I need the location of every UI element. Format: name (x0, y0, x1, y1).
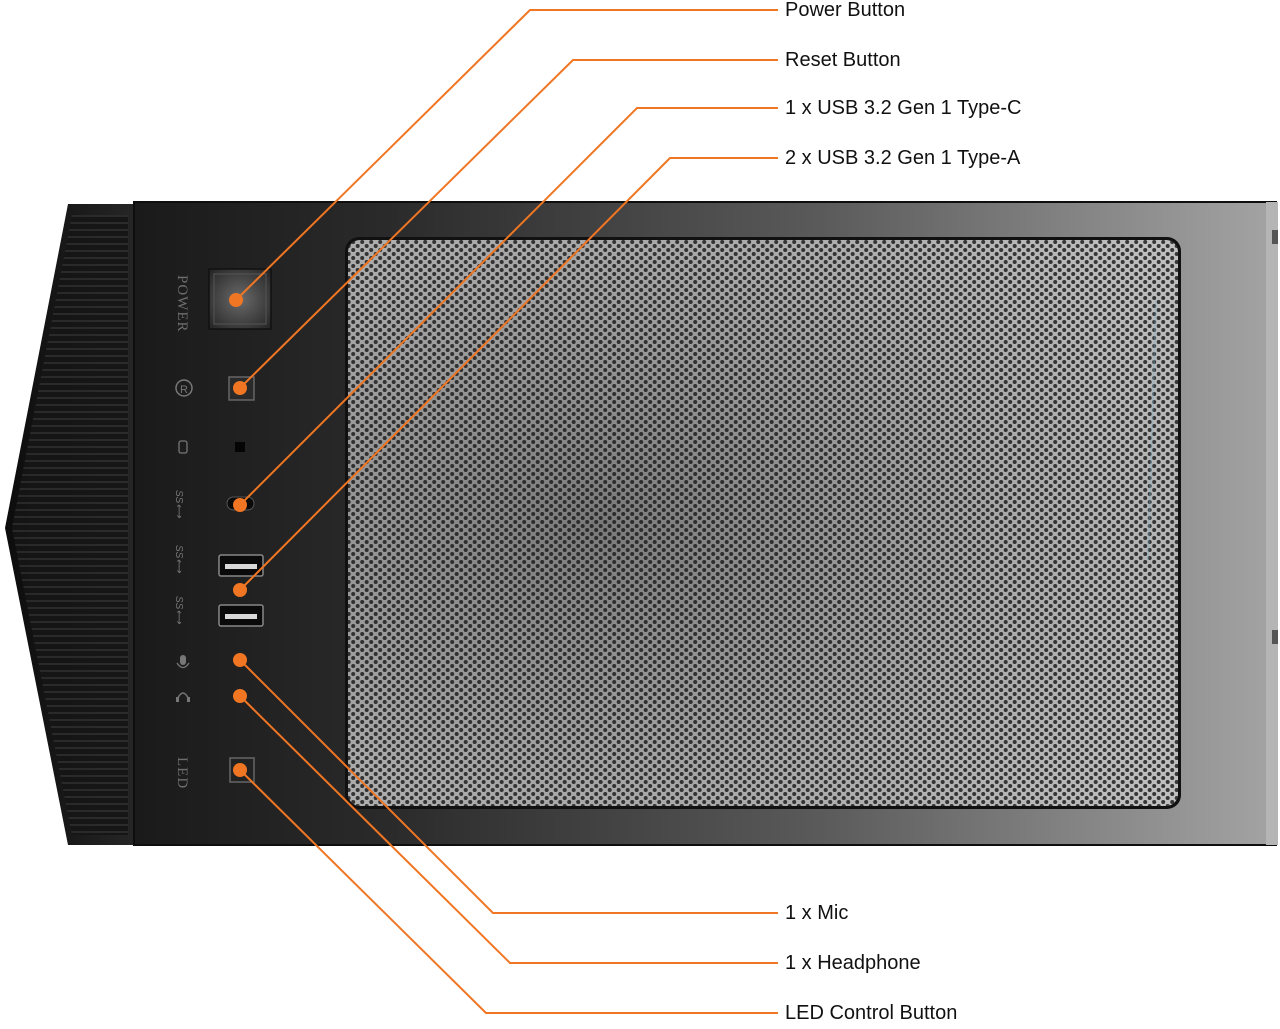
rail-notch-top (1272, 230, 1278, 244)
power-button-graphic (208, 268, 272, 330)
mic-icon (176, 655, 190, 669)
callout-markers (229, 293, 247, 777)
marker-usb-c (233, 498, 247, 512)
callout-label-reset-button: Reset Button (785, 49, 901, 71)
callout-label-usb-c: 1 x USB 3.2 Gen 1 Type-C (785, 97, 1022, 119)
leader-mic (239, 659, 778, 914)
leader-power-button (235, 9, 778, 301)
rgb-glow-strip (1147, 299, 1157, 561)
hdd-led-icon (178, 440, 188, 454)
hdd-led-graphic (235, 442, 245, 452)
marker-reset-button (233, 381, 247, 395)
case-side-ribs (12, 215, 128, 835)
headphone-icon (176, 692, 190, 702)
marker-usb-a (233, 583, 247, 597)
usb-a-port-2-graphic (218, 604, 264, 627)
marker-mic (233, 653, 247, 667)
callout-label-mic: 1 x Mic (785, 902, 849, 924)
callout-label-usb-a: 2 x USB 3.2 Gen 1 Type-A (785, 147, 1021, 169)
callout-label-power-button: Power Button (785, 0, 906, 21)
svg-text:SS⟷: SS⟷ (173, 490, 184, 518)
svg-text:R: R (180, 384, 188, 396)
led-panel-label: LED (174, 757, 190, 789)
power-panel-label: POWER (174, 275, 190, 333)
rail-notch-bottom (1272, 630, 1278, 644)
usb-ss-icon-1: SS⟷ (173, 490, 184, 518)
marker-headphone (233, 689, 247, 703)
leader-usb-a (239, 157, 778, 591)
svg-text:SS⟷: SS⟷ (173, 596, 184, 624)
marker-led-button (233, 763, 247, 777)
marker-power-button (229, 293, 243, 307)
reset-icon: R (175, 379, 193, 397)
callout-lines (235, 9, 778, 1014)
usb-ss-icon-3: SS⟷ (173, 596, 184, 624)
callout-label-headphone: 1 x Headphone (785, 952, 921, 974)
leader-led-button (239, 769, 778, 1014)
case-right-rail (1266, 202, 1278, 845)
callout-label-led-button: LED Control Button (785, 1002, 958, 1024)
leader-usb-c (239, 107, 778, 506)
mesh-perforation (348, 240, 1178, 806)
leader-reset-button (239, 59, 778, 389)
usb-ss-icon-2: SS⟷ (173, 545, 184, 573)
svg-text:SS⟷: SS⟷ (173, 545, 184, 573)
leader-headphone (239, 695, 778, 964)
